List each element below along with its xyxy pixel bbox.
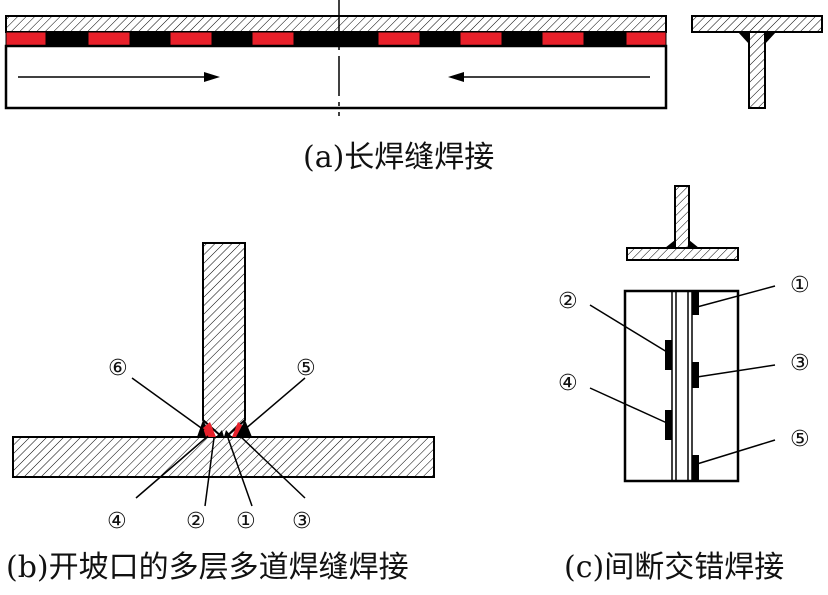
label-c-five: ⑤ [790,427,810,452]
weld-segment [251,31,295,47]
leader-lines-c [589,285,776,465]
label-two: ② [186,509,206,534]
label-five: ⑤ [296,356,316,381]
label-c-one: ① [790,273,810,298]
caption-c: (c)间断交错焊接 [564,550,785,585]
web-lines [671,291,693,481]
weld-segment [130,32,170,46]
panel-a-long-weld [4,0,823,116]
weld-segment [625,31,667,47]
panel-b-multipass: ⑥ ⑤ ④ ② ① ③ [12,242,435,534]
base-plate [12,436,435,478]
t-section-c [626,185,739,261]
weld-passes [197,420,252,437]
left-welds [665,340,672,440]
right-arrow [18,72,220,82]
right-welds [692,291,699,481]
label-c-two: ② [558,289,578,314]
leader-lines-b [131,377,306,507]
weld-segment [502,32,542,46]
label-one: ① [236,509,256,534]
label-four: ④ [107,509,127,534]
top-plate [5,15,667,33]
caption-a: (a)长焊缝焊接 [303,140,495,175]
weld-segment [459,31,503,47]
web-plate [202,242,246,438]
weld-segment [541,31,585,47]
label-three: ③ [292,509,312,534]
plan-plate [623,289,740,483]
weld-segment [169,31,213,47]
weld-segment [87,31,131,47]
weld-segment [420,32,460,46]
weld-segment [46,32,88,46]
weld-segment [584,32,626,46]
caption-b: (b)开坡口的多层多道焊缝焊接 [6,550,409,585]
label-c-three: ③ [790,351,810,376]
panel-c-staggered: ② ④ ① ③ ⑤ [558,185,810,483]
weld-segment [212,32,252,46]
left-arrow [448,72,650,82]
label-six: ⑥ [108,356,128,381]
t-section-a [691,15,823,109]
weld-segment [377,31,421,47]
weld-segment [5,31,47,47]
label-c-four: ④ [558,371,578,396]
weld-segment [294,32,378,46]
weld-seam [5,31,667,47]
